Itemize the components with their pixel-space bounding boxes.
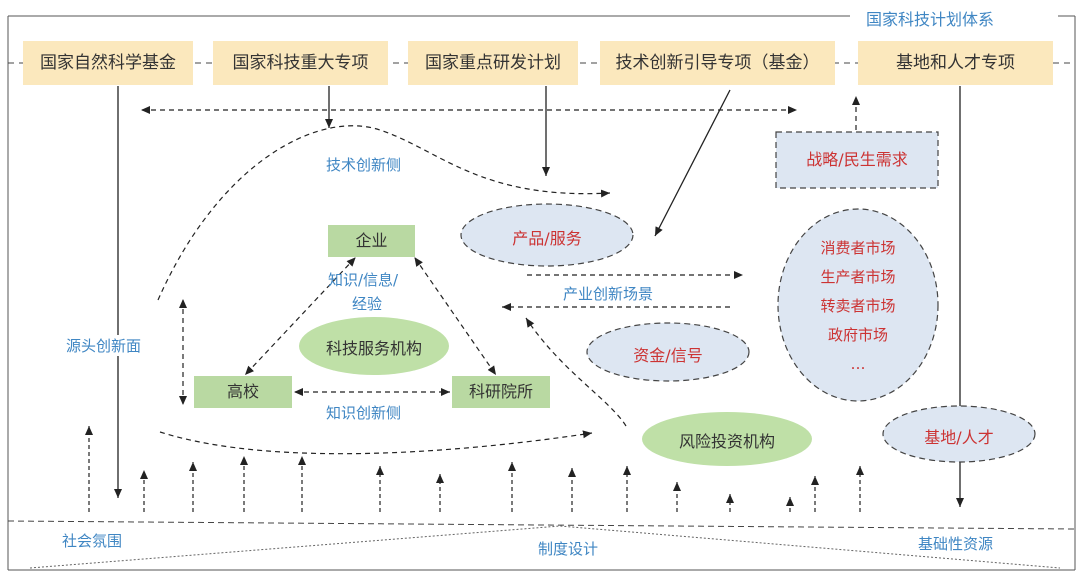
market-reseller: 转卖者市场	[820, 297, 896, 315]
market-consumer: 消费者市场	[820, 239, 896, 257]
university-box[interactable]: 高校	[194, 376, 292, 408]
upward-arrows	[85, 426, 864, 512]
base-talent-shape	[882, 405, 1036, 463]
tri-right	[414, 257, 497, 376]
program-key-rnd[interactable]: 国家重点研发计划	[408, 41, 578, 85]
industry-scene-label: 产业创新场景	[563, 285, 654, 303]
institution-triangle	[29, 525, 1061, 569]
outer-frame	[7, 15, 1076, 571]
service-org-shape	[299, 317, 449, 375]
knowledge-flow-line2: 经验	[352, 295, 383, 313]
program-tech-innovation-guide[interactable]: 技术创新引导专项（基金）	[600, 41, 835, 85]
institution-design-label: 制度设计	[534, 538, 603, 559]
vc-org-label[interactable]: 风险投资机构	[678, 432, 775, 451]
markets-list: 消费者市场 生产者市场 转卖者市场 政府市场 …	[790, 234, 926, 379]
funds-signal-label[interactable]: 资金/信号	[633, 346, 703, 365]
tech-innovation-side-label: 技术创新侧	[326, 156, 402, 174]
product-service-shape	[460, 203, 634, 267]
knowledge-innovation-side-label: 知识创新侧	[326, 404, 402, 422]
program-base-talent[interactable]: 基地和人才专项	[858, 41, 1053, 85]
program-major-projects[interactable]: 国家科技重大专项	[213, 41, 388, 85]
vc-curve	[525, 317, 627, 427]
market-more: …	[850, 355, 866, 373]
markets-shape	[777, 208, 939, 402]
strategy-box[interactable]: 战略/民生需求	[806, 150, 908, 169]
program-nsf[interactable]: 国家自然科学基金	[23, 41, 193, 85]
market-producer: 生产者市场	[820, 268, 896, 286]
arrow-guide-diag	[654, 89, 731, 237]
strategy-box-shape	[775, 131, 939, 189]
frame-title: 国家科技计划体系	[860, 6, 1001, 30]
vc-org-shape	[642, 412, 812, 466]
social-atmosphere-label: 社会氛围	[62, 532, 123, 550]
funds-signal-shape	[586, 322, 750, 382]
product-service-label[interactable]: 产品/服务	[512, 229, 582, 248]
tech-innovation-curve	[157, 125, 611, 301]
source-innovation-label: 源头创新面	[66, 335, 142, 356]
market-government: 政府市场	[827, 326, 888, 344]
bottom-dashed-line	[7, 520, 1076, 530]
knowledge-curve	[159, 430, 593, 455]
enterprise-box[interactable]: 企业	[328, 225, 415, 257]
service-org-label[interactable]: 科技服务机构	[325, 339, 422, 358]
research-institute-box[interactable]: 科研院所	[452, 376, 550, 408]
basic-resources-label: 基础性资源	[918, 535, 994, 553]
base-talent-label[interactable]: 基地/人才	[924, 428, 994, 447]
knowledge-flow-line1: 知识/信息/	[328, 271, 399, 289]
